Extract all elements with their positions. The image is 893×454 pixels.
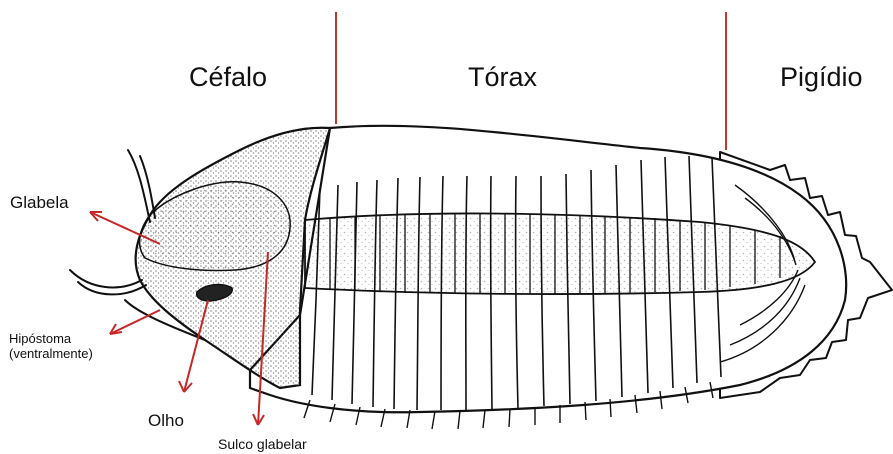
label-glabellar-furrow: Sulco glabelar — [218, 437, 307, 451]
region-label-pygidium: Pigídio — [780, 64, 863, 91]
region-label-cephalon: Céfalo — [189, 64, 267, 91]
label-glabella: Glabela — [10, 194, 69, 211]
label-hypostome-line2: (ventralmente) — [9, 347, 93, 362]
hypostome-pointer — [110, 310, 160, 334]
label-hypostome-line1: Hipóstoma — [9, 332, 93, 347]
label-hypostome: Hipóstoma (ventralmente) — [9, 332, 93, 361]
label-eye: Olho — [148, 412, 184, 429]
region-label-thorax: Tórax — [468, 64, 537, 91]
